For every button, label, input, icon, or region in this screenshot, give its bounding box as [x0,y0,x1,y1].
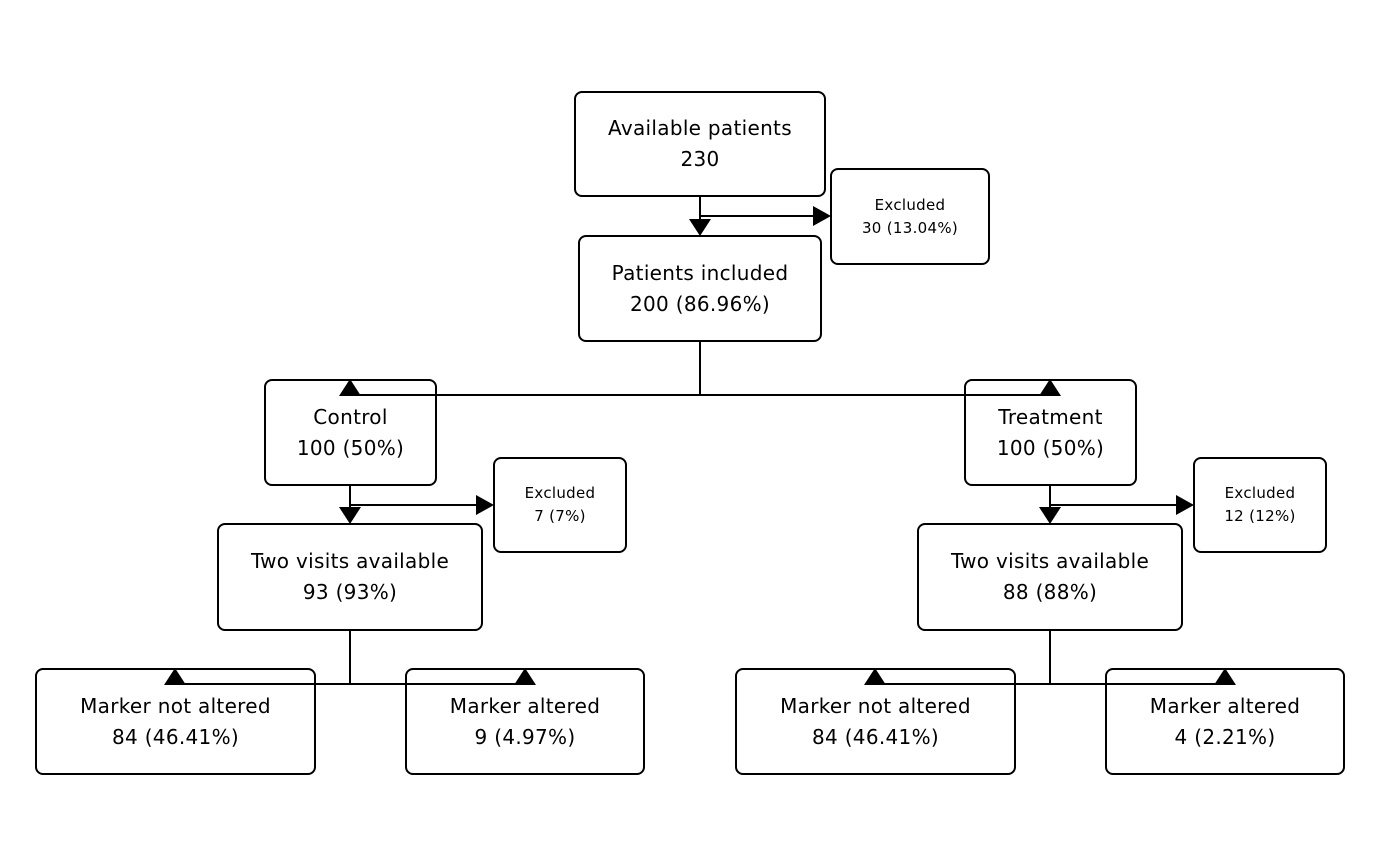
node-label: Treatment [998,404,1103,429]
node-value: 84 (46.41%) [112,724,239,749]
node-control-marker-not-altered: Marker not altered 84 (46.41%) [35,668,316,775]
node-label: Two visits available [950,549,1150,573]
node-excluded-main: Excluded 30 (13.04%) [830,168,990,265]
node-label: Marker altered [449,693,601,718]
node-label: Control [313,404,388,429]
node-value: 12 (12%) [1224,507,1296,525]
arrowhead-down-included [689,219,711,236]
node-value: 200 (86.96%) [630,291,770,316]
node-control-marker-altered: Marker altered 9 (4.97%) [405,668,645,775]
node-treatment-marker-not-altered: Marker not altered 84 (46.41%) [735,668,1016,775]
arrowhead-up-control [339,379,361,396]
node-value: 93 (93%) [302,580,398,604]
node-value: 88 (88%) [1002,580,1098,604]
node-label: Patients included [611,260,789,285]
node-control: Control 100 (50%) [264,379,437,486]
arrowhead-down-treatment-visits [1039,507,1061,524]
arrowhead-right-excluded-main [813,206,831,226]
node-label: Available patients [608,116,792,140]
node-treatment-excluded: Excluded 12 (12%) [1193,457,1327,553]
node-treatment-two-visits: Two visits available 88 (88%) [917,523,1183,631]
node-label: Two visits available [250,549,450,573]
node-value: 230 [680,147,720,171]
node-label: Excluded [874,195,946,214]
arrowhead-down-control-visits [339,507,361,524]
arrowhead-right-treatment-excluded [1176,495,1194,515]
arrowhead-up-treatment-altered [1214,668,1236,685]
node-control-excluded: Excluded 7 (7%) [493,457,627,553]
node-value: 30 (13.04%) [861,218,959,237]
node-label: Marker altered [1149,693,1301,718]
node-patients-included: Patients included 200 (86.96%) [578,235,822,342]
arrowhead-right-control-excluded [476,495,494,515]
node-value: 84 (46.41%) [812,724,939,749]
arrowhead-up-control-altered [514,668,536,685]
node-label: Marker not altered [780,693,971,718]
arrowhead-up-control-not-altered [164,668,186,685]
node-treatment: Treatment 100 (50%) [964,379,1137,486]
arrowhead-up-treatment [1039,379,1061,396]
node-available-patients: Available patients 230 [574,91,826,197]
node-treatment-marker-altered: Marker altered 4 (2.21%) [1105,668,1345,775]
node-value: 100 (50%) [296,435,405,460]
node-value: 100 (50%) [996,435,1105,460]
node-control-two-visits: Two visits available 93 (93%) [217,523,483,631]
node-label: Excluded [524,484,596,502]
node-label: Marker not altered [80,693,271,718]
node-value: 7 (7%) [534,507,586,525]
node-value: 4 (2.21%) [1174,724,1276,749]
node-value: 9 (4.97%) [474,724,576,749]
arrowhead-up-treatment-not-altered [864,668,886,685]
node-label: Excluded [1224,484,1296,502]
